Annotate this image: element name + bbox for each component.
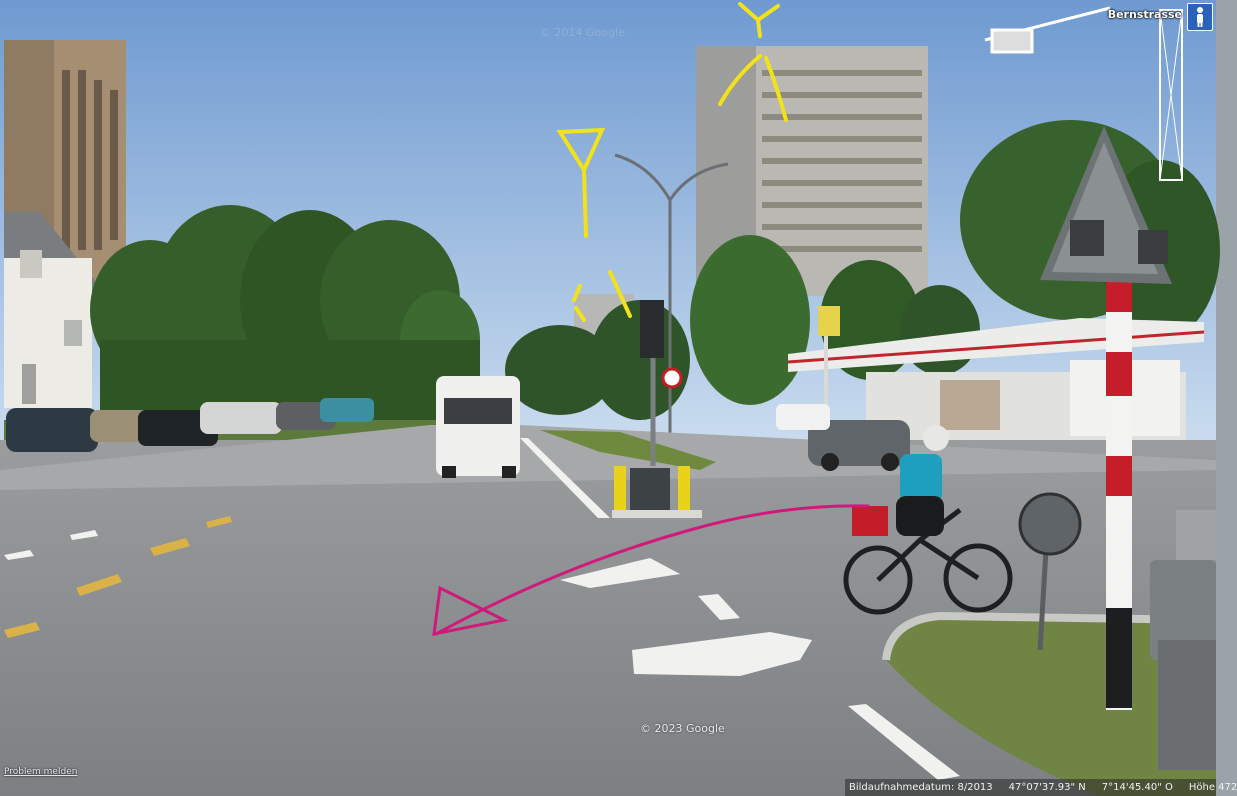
white-house	[4, 212, 104, 408]
longitude: 7°14'45.40" O	[1101, 782, 1173, 793]
tower-block	[696, 46, 928, 296]
pegman-button[interactable]	[1187, 3, 1213, 31]
lane-markings	[4, 438, 960, 780]
signal-box	[1150, 510, 1216, 770]
capture-date: Bildaufnahmedatum: 8/2013	[849, 782, 993, 793]
cyclist	[843, 425, 1013, 615]
watermark-bottom: © 2023 Google	[640, 722, 725, 735]
grass-corner	[886, 616, 1216, 796]
street-lamp	[614, 153, 729, 440]
parked-cars	[6, 398, 374, 452]
elevation: Höhe 472	[1188, 782, 1237, 793]
signal-pole	[1040, 126, 1172, 710]
magenta-arrow	[432, 504, 870, 636]
traffic-island	[540, 300, 716, 518]
construction-crane	[984, 6, 1183, 181]
pegman-icon	[1197, 7, 1203, 27]
yellow-lane-dashes	[4, 516, 232, 638]
left-trees	[90, 205, 480, 420]
street-name-label: Bernstrasse	[1107, 8, 1182, 21]
white-car-distant	[776, 404, 830, 430]
white-van	[436, 376, 520, 478]
yellow-annotations	[556, 2, 788, 322]
status-bar: Bildaufnahmedatum: 8/2013 47°07'37.93" N…	[845, 779, 1237, 796]
watermark-top: © 2014 Google	[540, 26, 625, 39]
report-problem-link[interactable]: Problem melden	[4, 767, 78, 777]
grey-car	[808, 420, 910, 471]
latitude: 47°07'37.93" N	[1008, 782, 1086, 793]
round-road-sign	[1018, 492, 1082, 651]
